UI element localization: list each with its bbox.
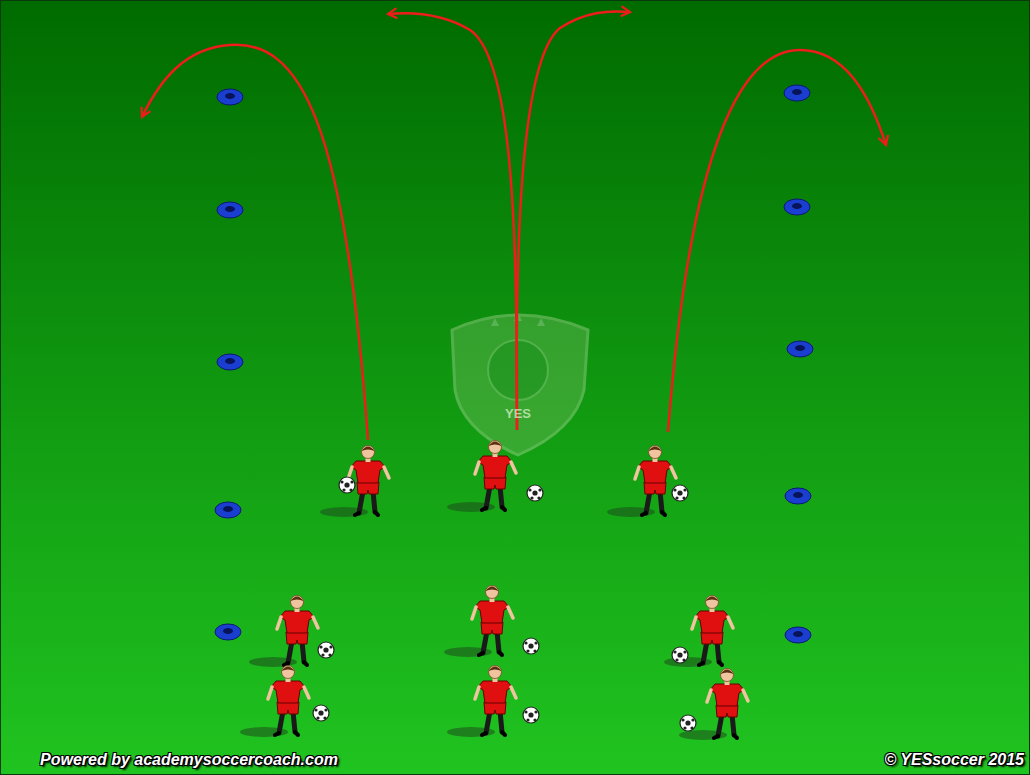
player — [249, 596, 318, 668]
ball — [523, 638, 539, 654]
cone — [215, 624, 241, 640]
dribble-arrow — [668, 50, 886, 432]
copyright-text: © YESsoccer 2015 — [884, 751, 1024, 769]
cone — [217, 89, 243, 105]
player — [320, 446, 389, 518]
credit-text: Powered by academysoccercoach.com — [40, 751, 338, 769]
watermark-logo — [452, 313, 588, 455]
cones-left — [215, 89, 243, 640]
player — [444, 586, 513, 658]
ball — [523, 707, 539, 723]
player — [447, 666, 516, 738]
dribble-arrow — [517, 11, 630, 430]
player — [679, 669, 748, 741]
cone — [217, 354, 243, 370]
cone — [784, 85, 810, 101]
ball — [672, 647, 688, 663]
player — [607, 446, 676, 518]
dribble-arrow — [388, 13, 517, 430]
cone — [787, 341, 813, 357]
players — [240, 441, 748, 741]
dribble-arrow — [142, 45, 368, 440]
cone — [217, 202, 243, 218]
player — [240, 666, 309, 738]
balls — [313, 477, 696, 731]
player — [664, 596, 733, 668]
ball — [313, 705, 329, 721]
ball — [339, 477, 355, 493]
ball — [680, 715, 696, 731]
cone — [785, 627, 811, 643]
ball — [527, 485, 543, 501]
ball — [318, 642, 334, 658]
cone — [784, 199, 810, 215]
watermark-text: YES — [505, 406, 531, 421]
cone — [785, 488, 811, 504]
cones-right — [784, 85, 813, 643]
dribble-arrows — [142, 11, 886, 440]
cone — [215, 502, 241, 518]
player — [447, 441, 516, 513]
ball — [672, 485, 688, 501]
